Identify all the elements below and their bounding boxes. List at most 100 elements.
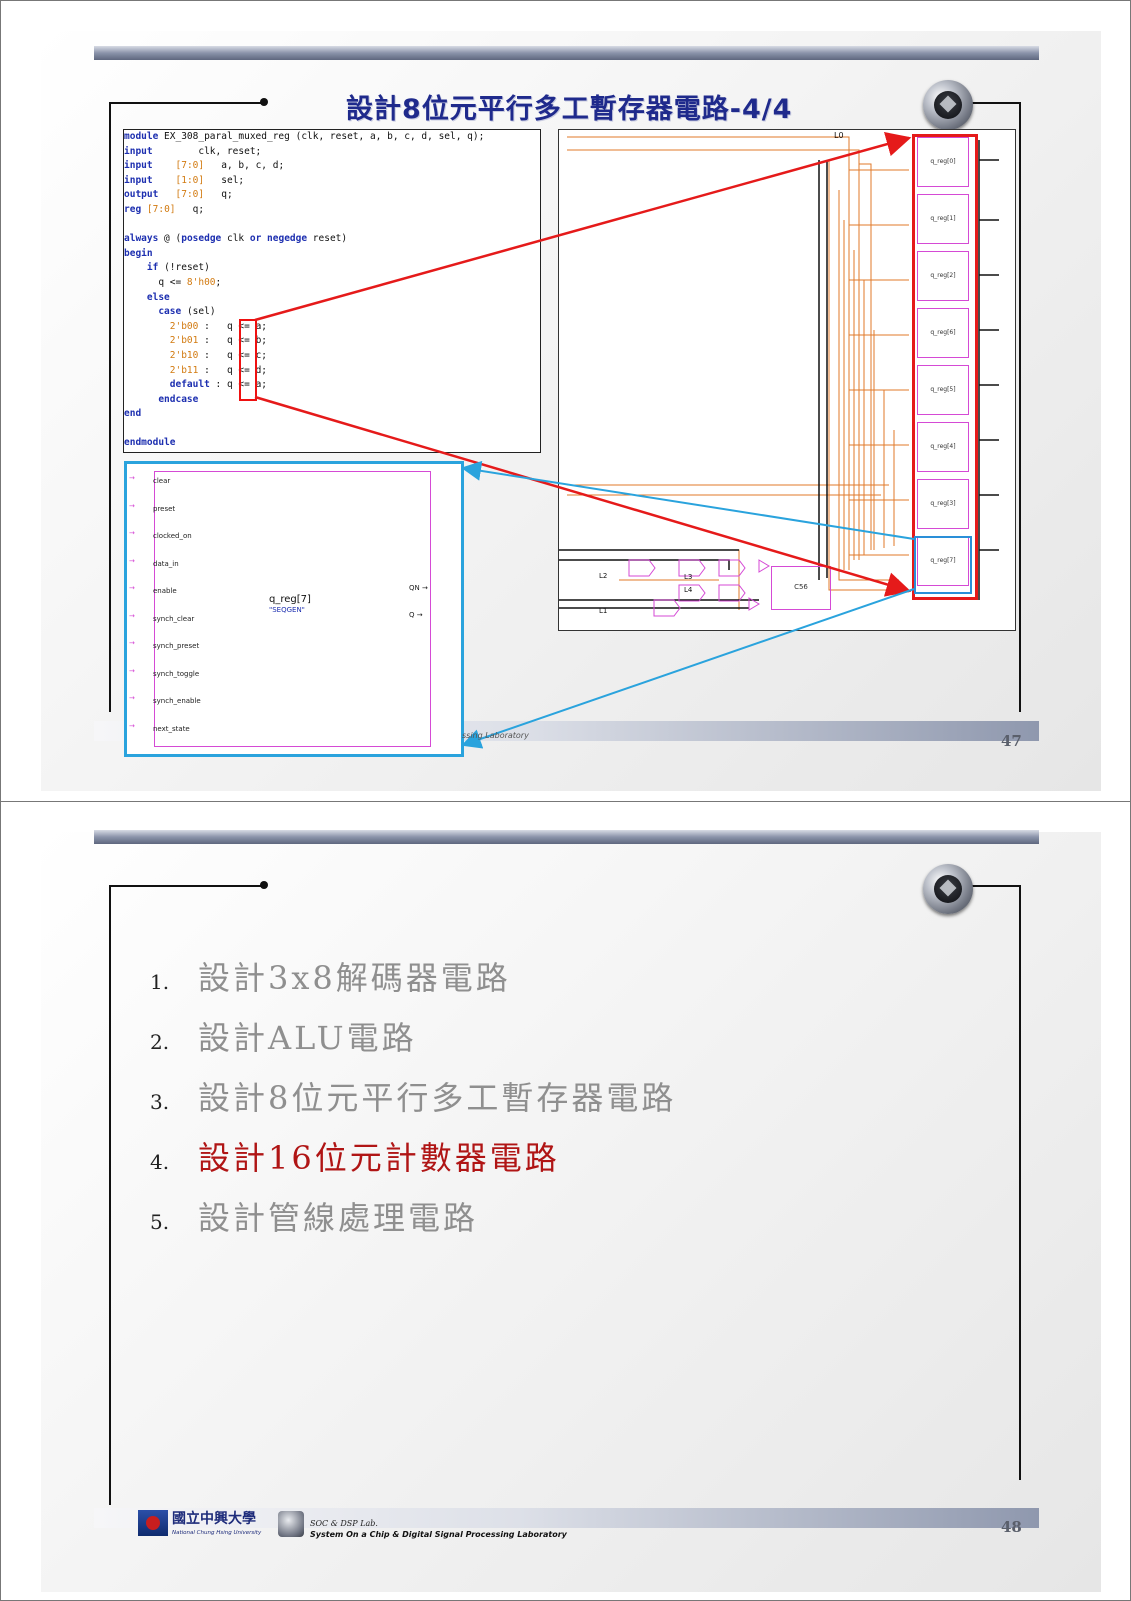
pin-arrow-icon: → (129, 556, 135, 565)
frame-line-top-left (109, 102, 264, 104)
code-line: else (146, 291, 170, 303)
topic-number: 5. (150, 1210, 170, 1234)
seqgen-cell (154, 471, 431, 747)
topic-item: 5. 設計管線處理電路 (150, 1193, 478, 1239)
slide-background (41, 832, 1101, 1592)
code-line: 2'b00 : q <= a; (169, 320, 268, 332)
topic-item: 2.設計ALU電路 (150, 1013, 417, 1059)
frame-line-top-right (961, 102, 1021, 104)
mux-block: C56 (771, 566, 831, 610)
page-number: 47 (1001, 732, 1022, 750)
topic-item: 4. 設計16位元計數器電路 (150, 1133, 560, 1179)
pin-arrow-icon: → (129, 529, 135, 537)
code-line: if (!reset) (146, 262, 210, 274)
topic-text: 設計16位元計數器電路 (198, 1139, 560, 1177)
code-line: endmodule (124, 437, 176, 449)
lab-full-name: System On a Chip & Digital Signal Proces… (310, 1530, 567, 1539)
input-pin-label: data_in (153, 559, 179, 568)
code-line: input [7:0] a, b, c, d; (124, 160, 285, 172)
register-cell: q_reg[3] (917, 479, 969, 529)
topic-item: 3. 設計8位元平行多工暫存器電路 (150, 1073, 676, 1119)
lab-short-name: SOC & DSP Lab. (310, 1519, 378, 1528)
slide-47: 設計8位元平行多工暫存器電路-4/4 module EX_308_paral_m… (0, 0, 1131, 802)
register-cell: q_reg[7] (917, 536, 969, 586)
pin-arrow-icon: → (129, 474, 135, 482)
code-line: q <= 8'h00; (124, 276, 222, 288)
code-line: begin (124, 247, 153, 259)
pin-arrow-icon: → (129, 611, 135, 620)
topic-number: 2. (150, 1030, 170, 1054)
pin-arrow-icon: → (129, 721, 135, 730)
topic-text: 設計3x8解碼器電路 (198, 959, 511, 997)
university-name: 國立中興大學 (172, 1511, 256, 1527)
university-name-en: National Chung Hsing University (172, 1530, 262, 1536)
code-line: module EX_308_paral_muxed_reg (clk, rese… (124, 131, 485, 142)
frame-line-top-right (961, 885, 1021, 887)
register-cell: q_reg[1] (917, 194, 969, 244)
topic-number: 3. (150, 1090, 170, 1114)
input-pin-label: clear (153, 477, 171, 485)
top-bar (94, 46, 1039, 60)
frame-line-top-left (109, 885, 264, 887)
code-line: input [1:0] sel; (124, 174, 245, 186)
register-column-highlight (912, 134, 978, 600)
frame-line-left (109, 885, 111, 1505)
cell-name: q_reg[7] (269, 594, 311, 605)
output-pin-label: Q → (409, 611, 423, 619)
code-line: always @ (posedge clk or negedge reset) (124, 233, 348, 245)
seal-icon (138, 1510, 168, 1536)
topic-number: 4. (150, 1150, 170, 1174)
code-line: default : q <= a; (169, 379, 268, 391)
q-assign-highlight (239, 319, 257, 401)
pin-arrow-icon: → (129, 584, 135, 592)
code-line: case (sel) (158, 306, 216, 318)
code-line: output [7:0] q; (124, 189, 233, 201)
page-number: 48 (1001, 1518, 1022, 1536)
bottom-bar (94, 1508, 1039, 1528)
slide-48: 48 (0, 801, 1131, 1601)
code-line (124, 218, 540, 233)
input-pin-label: enable (153, 587, 177, 595)
code-line: reg [7:0] q; (124, 203, 205, 215)
topic-text: 設計8位元平行多工暫存器電路 (198, 1079, 677, 1117)
cell-type: "SEQGEN" (269, 606, 305, 614)
code-line (124, 422, 540, 437)
svg-text:L4: L4 (684, 586, 693, 594)
input-pin-label: synch_enable (153, 697, 201, 705)
topic-item: 1. 設計3x8解碼器電路 (150, 953, 511, 999)
frame-line-right (1019, 885, 1021, 1480)
pin-arrow-icon: → (129, 666, 135, 675)
svg-text:L2: L2 (599, 572, 607, 580)
code-line: 2'b10 : q <= c; (169, 349, 268, 361)
slide-title: 設計8位元平行多工暫存器電路-4/4 (346, 94, 793, 125)
footer-lab-partial: ssing Laboratory (462, 731, 529, 740)
register-cell: q_reg[2] (917, 251, 969, 301)
register-cell: q_reg[0] (917, 137, 969, 187)
input-pin-label: synch_clear (153, 614, 195, 623)
frame-line-right (1019, 102, 1021, 712)
svg-text:L3: L3 (684, 573, 692, 581)
code-line: 2'b11 : q <= d; (169, 364, 268, 376)
code-line: endcase (158, 393, 199, 405)
input-pin-label: preset (153, 504, 176, 513)
pin-arrow-icon: → (129, 639, 135, 647)
register-cell: q_reg[4] (917, 422, 969, 472)
lab-logo-icon (923, 80, 973, 130)
register-7-highlight (914, 536, 972, 594)
code-line: input clk, reset; (124, 145, 262, 157)
output-pin-label: QN → (409, 584, 428, 592)
lab-logo-icon (278, 1511, 304, 1537)
pin-arrow-icon: → (129, 694, 135, 702)
topic-text: 設計管線處理電路 (198, 1199, 479, 1237)
frame-line-left (109, 102, 111, 712)
input-pin-label: next_state (153, 724, 190, 733)
register-cell: q_reg[6] (917, 308, 969, 358)
code-line: 2'b01 : q <= b; (169, 335, 268, 347)
top-bar (94, 830, 1039, 844)
topic-number: 1. (150, 970, 170, 994)
frame-dot (260, 98, 268, 106)
input-pin-label: synch_toggle (153, 669, 200, 678)
lab-logo-icon (923, 864, 973, 914)
svg-text:L1: L1 (599, 607, 607, 615)
svg-text:L0: L0 (834, 131, 844, 140)
